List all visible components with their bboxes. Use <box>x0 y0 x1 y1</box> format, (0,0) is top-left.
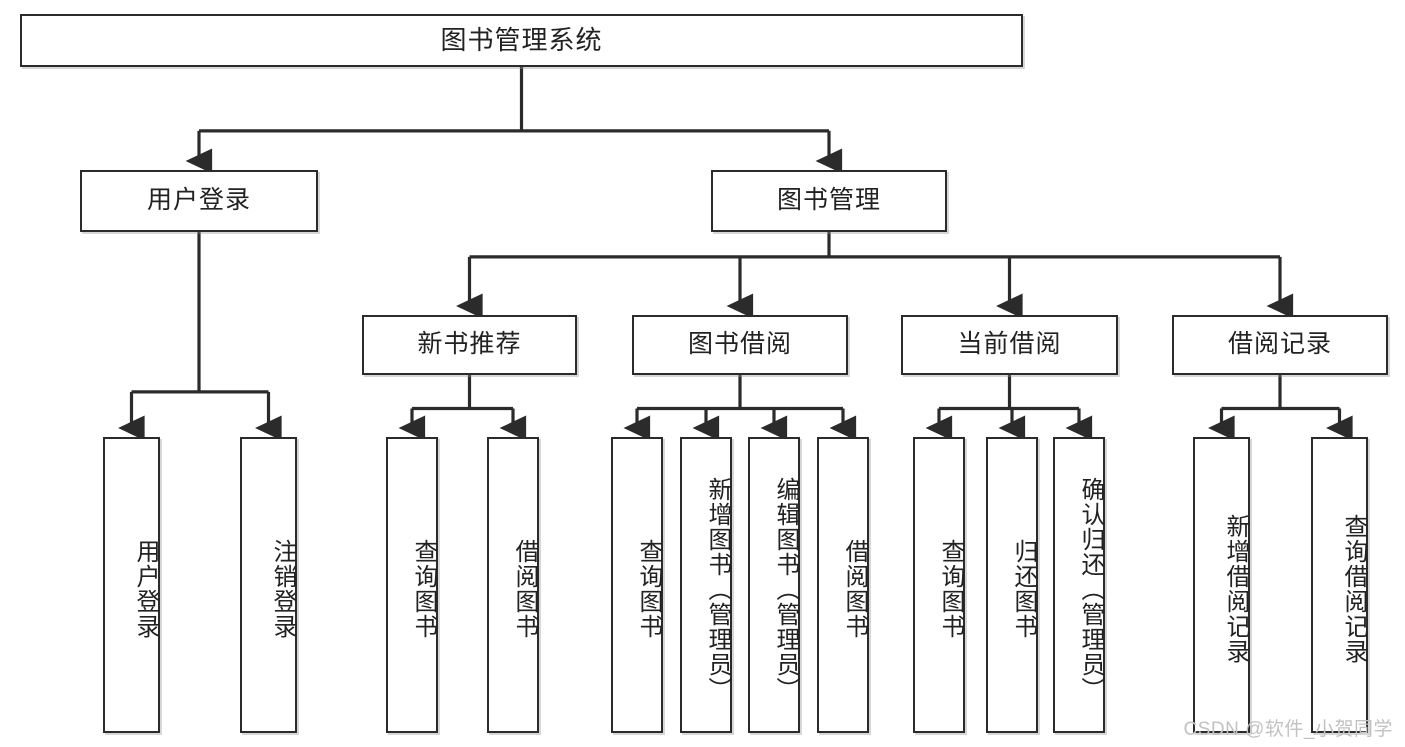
node-leaf-query-borrow-record[interactable]: 查询借阅记录 <box>1311 437 1368 733</box>
node-leaf-query-book-new[interactable]: 查询图书 <box>386 437 438 733</box>
node-leaf-query-book-current-label: 查询图书 <box>937 539 964 639</box>
node-book-management-label: 图书管理 <box>776 186 881 215</box>
node-leaf-add-book-admin[interactable]: 新增图书（管理员） <box>680 437 732 733</box>
node-leaf-add-book-admin-label: 新增图书（管理员） <box>704 476 731 702</box>
node-leaf-logout[interactable]: 注销登录 <box>240 437 297 733</box>
node-leaf-edit-book-admin[interactable]: 编辑图书（管理员） <box>748 437 800 733</box>
node-borrow-record[interactable]: 借阅记录 <box>1172 315 1388 375</box>
node-book-borrow-label: 图书借阅 <box>687 330 792 359</box>
node-leaf-query-book-borrow[interactable]: 查询图书 <box>611 437 663 733</box>
node-user-login[interactable]: 用户登录 <box>80 170 318 232</box>
node-borrow-record-label: 借阅记录 <box>1227 330 1332 359</box>
node-leaf-borrow-book-borrow[interactable]: 借阅图书 <box>817 437 869 733</box>
node-leaf-return-book[interactable]: 归还图书 <box>986 437 1038 733</box>
node-current-borrow-label: 当前借阅 <box>957 330 1062 359</box>
node-book-management[interactable]: 图书管理 <box>711 170 947 232</box>
node-book-borrow[interactable]: 图书借阅 <box>632 315 848 375</box>
node-leaf-query-book-borrow-label: 查询图书 <box>635 539 662 639</box>
node-current-borrow[interactable]: 当前借阅 <box>901 315 1118 375</box>
node-root-label: 图书管理系统 <box>440 25 603 56</box>
node-leaf-return-book-label: 归还图书 <box>1010 539 1037 639</box>
node-root[interactable]: 图书管理系统 <box>20 14 1023 67</box>
watermark: CSDN @软件_小贺同学 <box>1183 719 1393 740</box>
node-leaf-borrow-book-new-label: 借阅图书 <box>511 539 538 639</box>
node-leaf-edit-book-admin-label: 编辑图书（管理员） <box>772 476 799 702</box>
node-leaf-user-login[interactable]: 用户登录 <box>103 437 160 733</box>
node-leaf-query-borrow-record-label: 查询借阅记录 <box>1340 514 1367 664</box>
node-leaf-user-login-label: 用户登录 <box>132 539 159 639</box>
node-leaf-borrow-book-borrow-label: 借阅图书 <box>841 539 868 639</box>
node-leaf-query-book-current[interactable]: 查询图书 <box>913 437 965 733</box>
node-new-book-recommend[interactable]: 新书推荐 <box>362 315 577 375</box>
node-leaf-add-borrow-record[interactable]: 新增借阅记录 <box>1193 437 1250 733</box>
node-leaf-add-borrow-record-label: 新增借阅记录 <box>1222 514 1249 664</box>
node-leaf-confirm-return-admin[interactable]: 确认归还（管理员） <box>1053 437 1105 733</box>
node-new-book-recommend-label: 新书推荐 <box>417 330 522 359</box>
node-leaf-logout-label: 注销登录 <box>269 539 296 639</box>
node-leaf-query-book-new-label: 查询图书 <box>410 539 437 639</box>
node-user-login-label: 用户登录 <box>146 186 251 215</box>
node-leaf-confirm-return-admin-label: 确认归还（管理员） <box>1077 476 1104 702</box>
node-leaf-borrow-book-new[interactable]: 借阅图书 <box>487 437 539 733</box>
